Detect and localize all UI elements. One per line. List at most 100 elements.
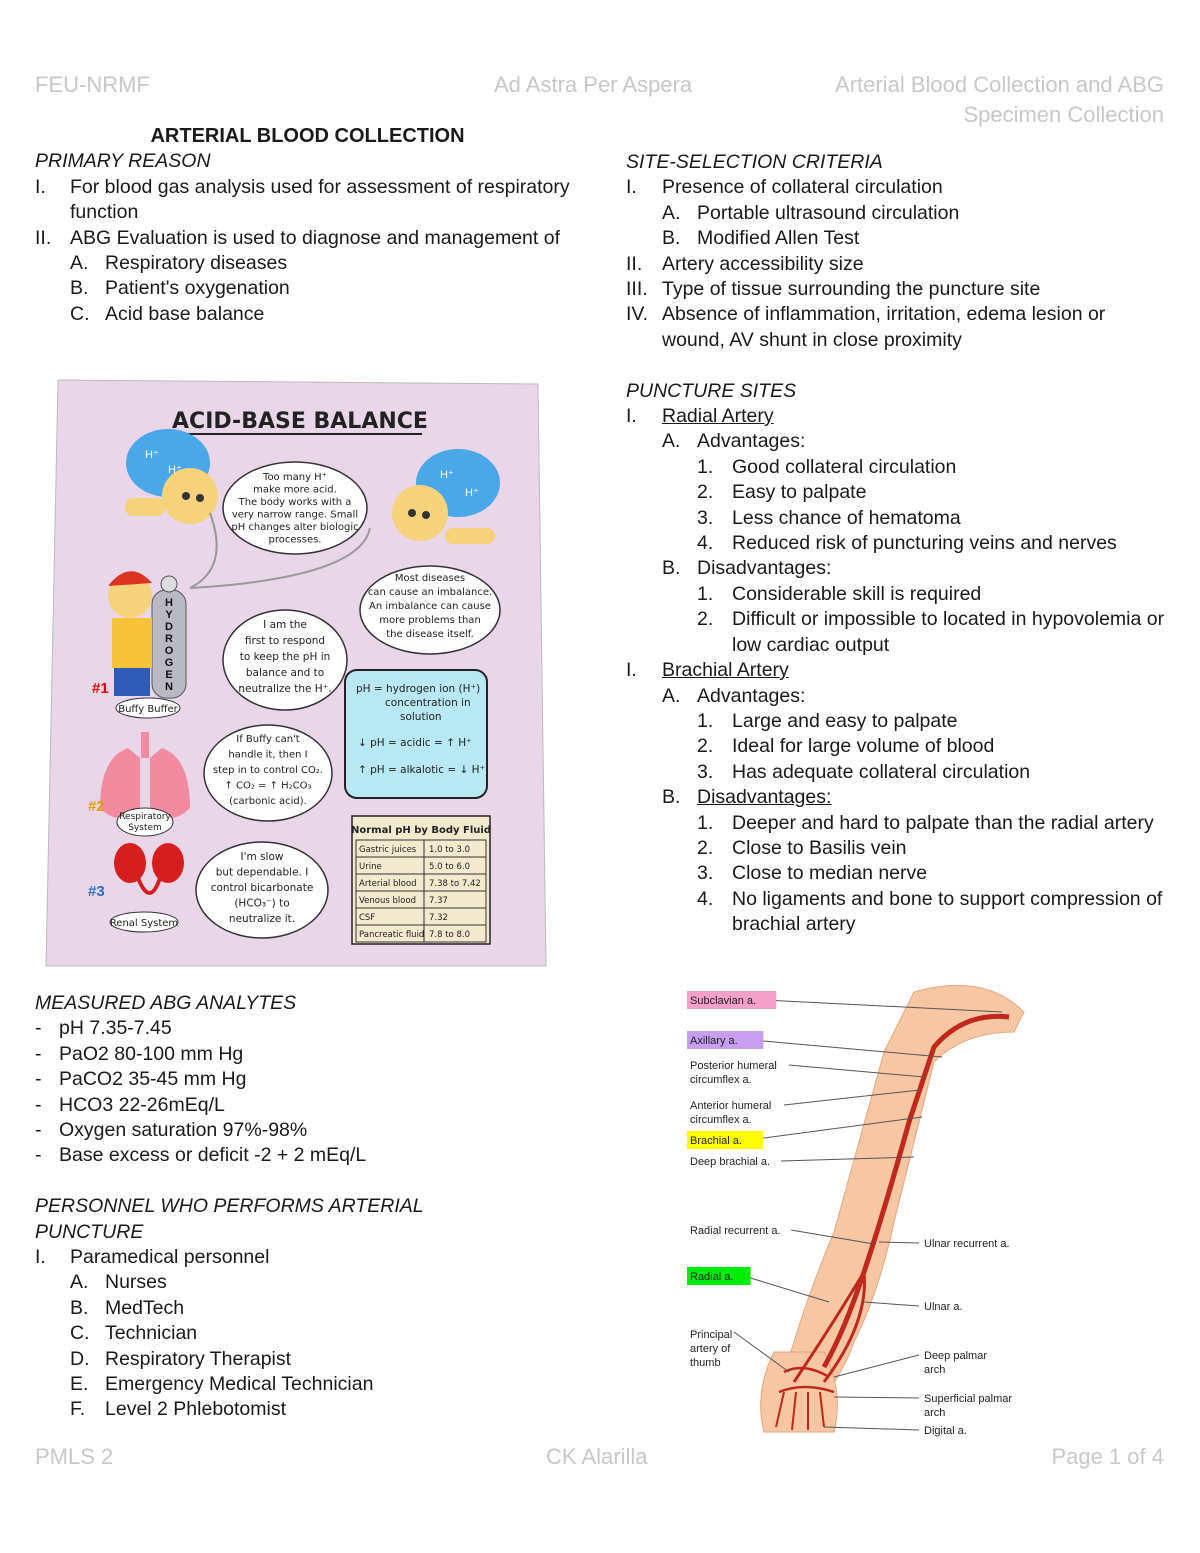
bubble-text-line: neutralize the H⁺.: [238, 683, 331, 695]
artery-label: Ulnar a.: [924, 1301, 963, 1313]
buffy-buffer-character: [108, 571, 152, 696]
analyte-item: -PaO2 80-100 mm Hg: [35, 1042, 244, 1065]
table-fluid-cell: Gastric juices: [359, 845, 417, 855]
artery-label: circumflex a.: [690, 1074, 752, 1086]
artery-label: Deep brachial a.: [690, 1156, 770, 1168]
molecule-character-right: H⁺ H⁺: [392, 449, 500, 544]
h-ion-label: H⁺: [440, 469, 454, 481]
table-fluid-cell: CSF: [359, 913, 375, 923]
normal-ph-table: [351, 815, 491, 945]
table-fluid-cell: Urine: [359, 862, 382, 872]
bubble-text-line: The body works with a: [238, 497, 352, 508]
renal-system-label: Renal System: [110, 918, 178, 929]
personnel-heading: PERSONNEL WHO PERFORMS ARTERIAL PUNCTURE: [35, 1195, 424, 1243]
list-item: B.MedTech: [70, 1296, 185, 1319]
h-ion-label: H⁺: [168, 464, 182, 476]
site-selection-heading: SITE-SELECTION CRITERIA: [626, 151, 883, 173]
bubble-text-line: Too many H⁺: [262, 472, 327, 483]
artery-label: Axillary a.: [690, 1035, 738, 1047]
number-3-label: #3: [88, 883, 105, 900]
bubble-text-line: but dependable. I: [216, 867, 309, 879]
bubble-text-line: can cause an imbalance.: [368, 587, 492, 598]
list-item: 2.Close to Basilis vein: [697, 836, 907, 859]
artery-label: thumb: [690, 1357, 721, 1369]
brachial-advantages-heading: A. Advantages:: [662, 684, 806, 707]
molecule-character-left: H⁺ H⁺: [125, 429, 218, 524]
primary-reason-heading: PRIMARY REASON: [35, 150, 211, 173]
bubble-text-line: to keep the pH in: [240, 651, 331, 663]
artery-label: Digital a.: [924, 1425, 967, 1437]
radial-artery-heading: I. Radial Artery: [626, 405, 774, 428]
bubble-text-line: balance and to: [246, 667, 324, 679]
list-item: 1.Deeper and hard to palpate than the ra…: [697, 811, 1154, 834]
puncture-sites-heading: PUNCTURE SITES: [626, 379, 797, 402]
list-item: II.Artery accessibility size: [626, 252, 864, 275]
brachial-artery-path: [821, 1013, 1010, 1369]
analyte-item: -pH 7.35-7.45: [35, 1017, 172, 1040]
table-ph-cell: 1.0 to 3.0: [429, 845, 470, 855]
bubble-text-line: An imbalance can cause: [369, 601, 491, 612]
artery-label: circumflex a.: [690, 1114, 752, 1126]
bubble-text-line: processes.: [269, 535, 322, 546]
ph-box-line: ↑ pH = alkalotic = ↓ H⁺: [358, 764, 485, 776]
bubble-text-line: step in to control CO₂.: [213, 765, 323, 776]
list-item: E.Emergency Medical Technician: [70, 1373, 374, 1396]
left-column: ARTERIAL BLOOD COLLECTION PRIMARY REASON…: [35, 124, 580, 327]
list-item: 4.No ligaments and bone to support compr…: [697, 887, 1163, 936]
bubble-text-line: I'm slow: [241, 851, 284, 863]
table-row: [355, 924, 487, 943]
brachial-disadvantages-heading: B. Disadvantages:: [662, 786, 832, 809]
table-fluid-cell: Pancreatic fluid: [359, 930, 424, 940]
personnel-main-item: I. Paramedical personnel: [35, 1246, 270, 1269]
list-item: II.ABG Evaluation is used to diagnose an…: [35, 226, 560, 249]
number-1-label: #1: [92, 680, 109, 697]
header-left: FEU-NRMF: [35, 72, 150, 97]
label-highlight: [687, 1267, 751, 1285]
bubble-text-line: ↑ CO₂ = ↑ H₂CO₃: [224, 781, 311, 792]
analyte-item: -Base excess or deficit -2 + 2 mEq/L: [35, 1144, 367, 1167]
list-item: 1.Large and easy to palpate: [697, 709, 958, 732]
list-item: A.Portable ultrasound circulation: [662, 201, 960, 224]
arm-silhouette: [773, 984, 1025, 1413]
list-item: 2.Difficult or impossible to located in …: [697, 608, 1165, 656]
table-fluid-cell: Venous blood: [359, 896, 416, 906]
bubble-text-line: more problems than: [379, 615, 481, 626]
page-title: ARTERIAL BLOOD COLLECTION: [150, 125, 465, 147]
site-criteria-item: I. Presence of collateral circulation: [626, 176, 943, 199]
artery-label: Superficial palmar: [924, 1393, 1012, 1405]
bubble-text-line: If Buffy can't: [236, 734, 300, 745]
ph-box-line: pH = hydrogen ion (H⁺): [356, 683, 480, 695]
bubble-text-line: (carbonic acid).: [229, 796, 307, 807]
list-item: C.Technician: [70, 1322, 198, 1345]
list-item: 1.Considerable skill is required: [697, 582, 982, 605]
speech-bubble-1: [222, 461, 368, 555]
header-center: Ad Astra Per Aspera: [494, 72, 693, 97]
list-item: 1.Good collateral circulation: [697, 455, 957, 478]
artery-label: Subclavian a.: [690, 995, 756, 1007]
brachial-disadvantages-list: 1.Deeper and hard to palpate than the ra…: [626, 811, 1166, 938]
label-highlight: [687, 1131, 764, 1149]
number-2-label: #2: [88, 798, 105, 815]
list-item: F.Level 2 Phlebotomist: [70, 1398, 287, 1421]
bubble-text-line: I am the: [263, 619, 307, 631]
artery-label: arch: [924, 1364, 945, 1376]
list-item: 3.Close to median nerve: [697, 862, 928, 885]
respiratory-label-2: System: [128, 823, 162, 833]
ph-box-line: ↓ pH = acidic = ↑ H⁺: [358, 737, 472, 749]
analyte-item: -HCO3 22-26mEq/L: [35, 1093, 225, 1116]
kidney-illustration: [114, 843, 184, 895]
footer-center: CK Alarilla: [546, 1444, 648, 1469]
list-item: C.Acid base balance: [70, 302, 265, 325]
list-item: I.For blood gas analysis used for assess…: [35, 175, 570, 224]
bubble-text-line: first to respond: [245, 635, 325, 647]
artery-label: artery of: [690, 1343, 731, 1355]
artery-label: Principal: [690, 1329, 732, 1341]
table-fluid-cell: Arterial blood: [359, 879, 417, 889]
brachial-artery-heading: I. Brachial Artery: [626, 659, 789, 682]
radial-advantages-heading: A. Advantages:: [662, 430, 806, 453]
